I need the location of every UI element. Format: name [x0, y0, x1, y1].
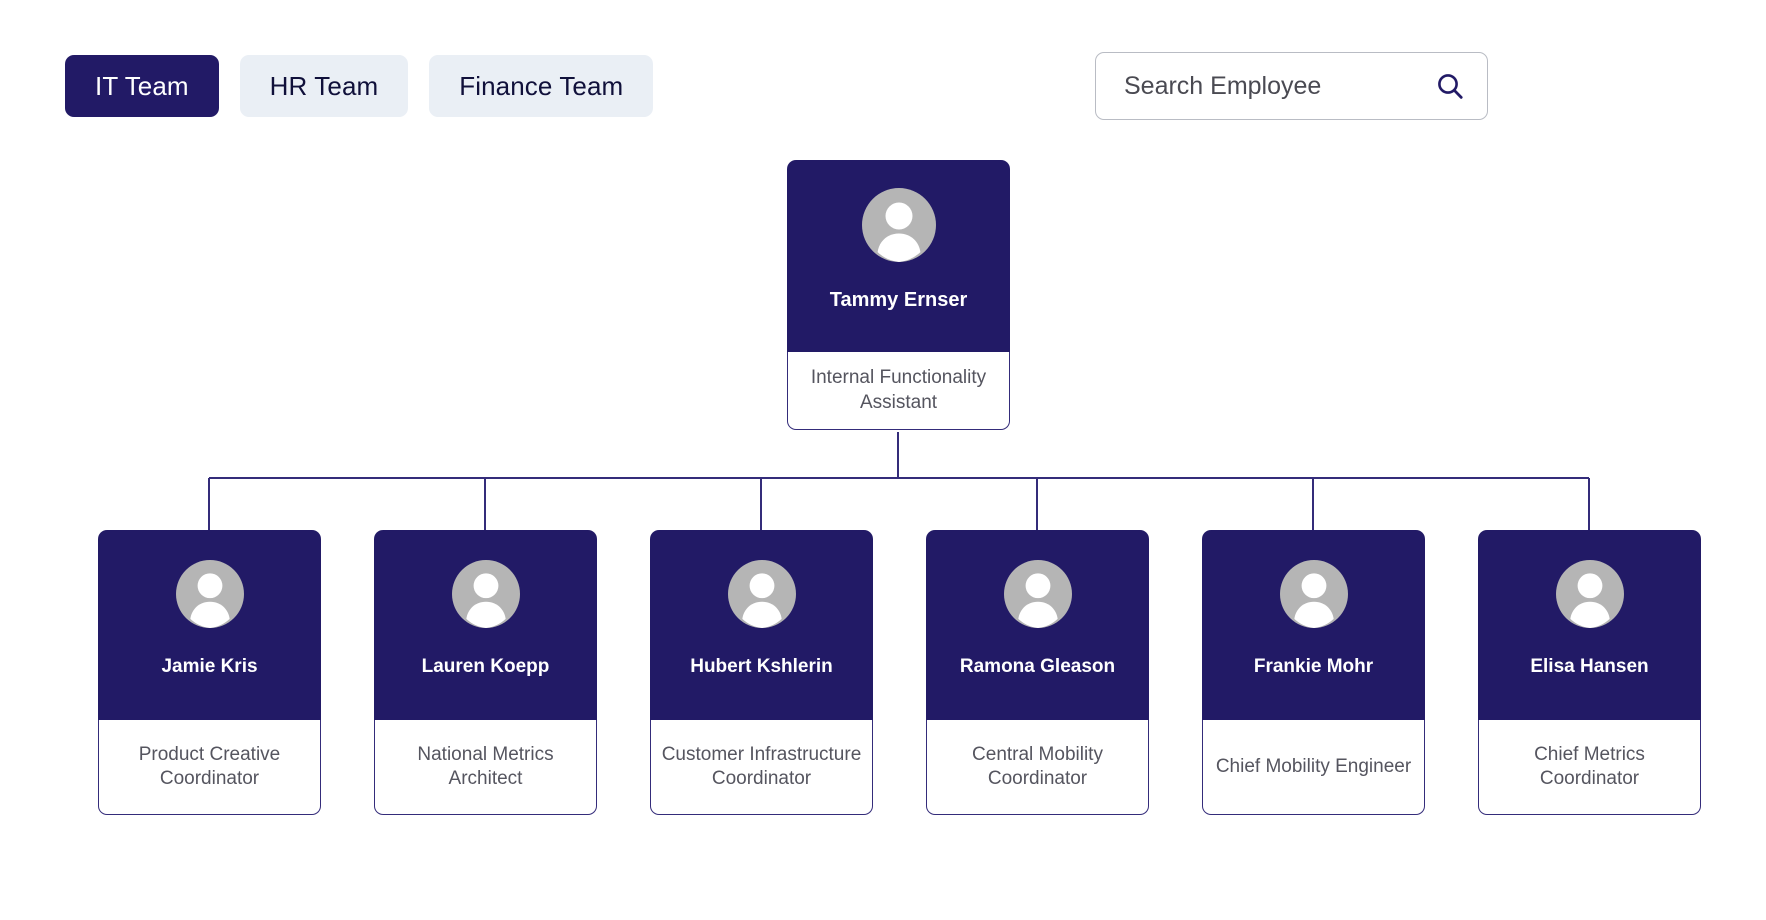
- person-avatar-icon: [861, 188, 936, 262]
- org-node-child-5[interactable]: Frankie Mohr Chief Mobility Engineer: [1202, 530, 1425, 815]
- org-node-head: Elisa Hansen: [1478, 530, 1701, 720]
- org-node-child-2[interactable]: Lauren Koepp National Metrics Architect: [374, 530, 597, 815]
- tab-it-team[interactable]: IT Team: [65, 55, 219, 117]
- org-node-name: Lauren Koepp: [421, 656, 550, 677]
- search-employee-box[interactable]: [1095, 52, 1488, 120]
- person-avatar-icon: [1003, 560, 1072, 628]
- person-avatar-icon: [175, 560, 244, 628]
- tab-finance-team[interactable]: Finance Team: [429, 55, 654, 117]
- org-node-name: Elisa Hansen: [1530, 656, 1649, 677]
- search-icon[interactable]: [1435, 71, 1465, 101]
- person-avatar-icon: [1279, 560, 1348, 628]
- org-node-name: Frankie Mohr: [1253, 656, 1374, 677]
- org-node-title: Central Mobility Coordinator: [926, 720, 1149, 815]
- org-node-title: Internal Functionality Assistant: [787, 352, 1010, 430]
- org-node-title: Customer Infrastructure Coordinator: [650, 720, 873, 815]
- org-node-head: Jamie Kris: [98, 530, 321, 720]
- org-node-name: Jamie Kris: [161, 656, 258, 677]
- org-node-head: Frankie Mohr: [1202, 530, 1425, 720]
- org-node-head: Ramona Gleason: [926, 530, 1149, 720]
- org-node-child-3[interactable]: Hubert Kshlerin Customer Infrastructure …: [650, 530, 873, 815]
- org-node-child-4[interactable]: Ramona Gleason Central Mobility Coordina…: [926, 530, 1149, 815]
- person-avatar-icon: [451, 560, 520, 628]
- tab-finance-team-label: Finance Team: [459, 70, 624, 101]
- org-node-child-1[interactable]: Jamie Kris Product Creative Coordinator: [98, 530, 321, 815]
- tab-hr-team-label: HR Team: [269, 70, 379, 101]
- org-node-title: National Metrics Architect: [374, 720, 597, 815]
- org-node-title: Product Creative Coordinator: [98, 720, 321, 815]
- org-node-name: Ramona Gleason: [959, 656, 1116, 677]
- org-node-head: Hubert Kshlerin: [650, 530, 873, 720]
- person-avatar-icon: [1555, 560, 1624, 628]
- org-node-child-6[interactable]: Elisa Hansen Chief Metrics Coordinator: [1478, 530, 1701, 815]
- org-node-name: Tammy Ernser: [829, 289, 968, 311]
- tab-it-team-label: IT Team: [95, 70, 189, 101]
- org-node-title: Chief Mobility Engineer: [1202, 720, 1425, 815]
- org-node-head: Tammy Ernser: [787, 160, 1010, 352]
- tab-hr-team[interactable]: HR Team: [239, 55, 409, 117]
- team-tab-group: IT Team HR Team Finance Team: [65, 55, 654, 117]
- search-input[interactable]: [1124, 71, 1425, 101]
- toolbar: IT Team HR Team Finance Team: [0, 0, 1766, 140]
- org-node-head: Lauren Koepp: [374, 530, 597, 720]
- org-node-name: Hubert Kshlerin: [690, 656, 833, 677]
- org-node-root[interactable]: Tammy Ernser Internal Functionality Assi…: [787, 160, 1010, 430]
- person-avatar-icon: [727, 560, 796, 628]
- chart-canvas: Tammy Ernser Internal Functionality Assi…: [0, 140, 1766, 920]
- org-node-title: Chief Metrics Coordinator: [1478, 720, 1701, 815]
